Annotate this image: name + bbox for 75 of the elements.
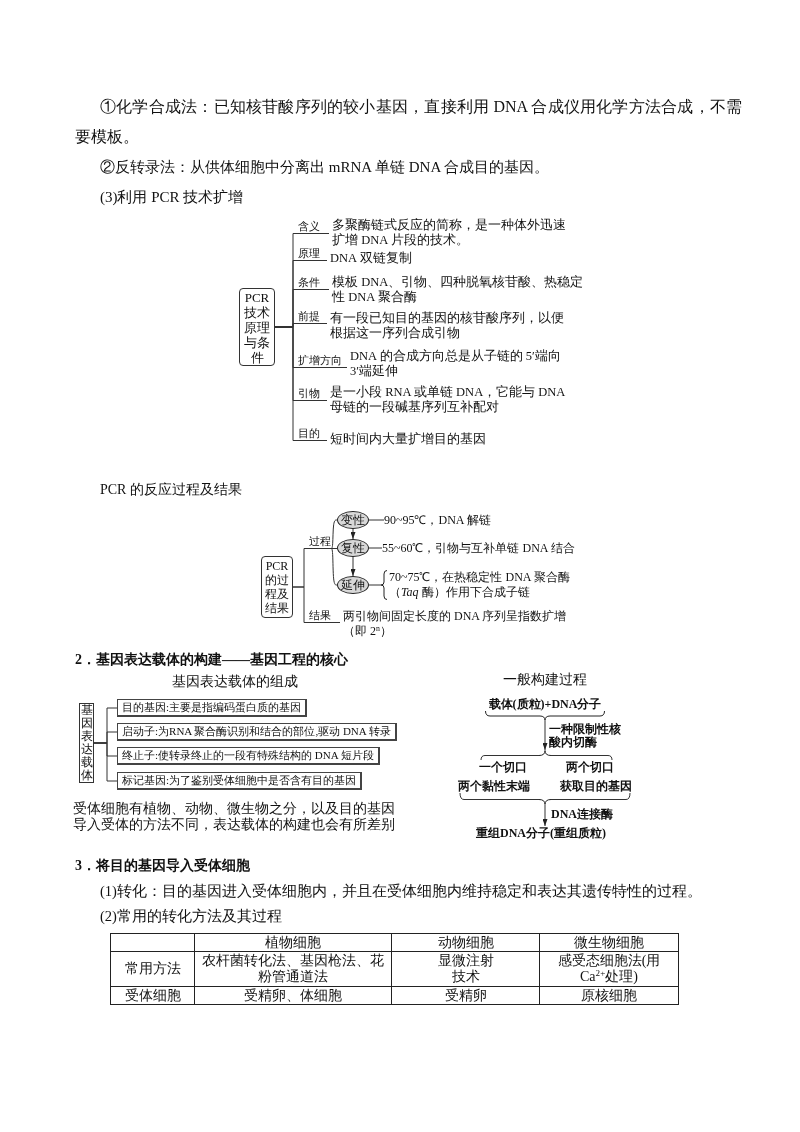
- arrow: [350, 528, 356, 540]
- description-text: 70~75℃，在热稳定性 DNA 聚合酶（Taq 酶）作用下合成子链: [389, 570, 571, 600]
- flow-step-text: 两个黏性末端: [458, 779, 530, 793]
- paragraph-text: (1)转化：目的基因进入受体细胞内，并且在受体细胞内维持稳定和表达其遗传特性的过程。: [100, 882, 702, 901]
- arrow: [542, 720, 548, 751]
- flow-step-text: 载体(质粒)+DNA分子: [487, 697, 603, 711]
- description-text: 两引物间固定长度的 DNA 序列呈指数扩增（即 2$^{n}$）: [343, 609, 568, 639]
- table-cell: 植物细胞: [194, 933, 392, 952]
- connector-line: [274, 326, 297, 441]
- definition-box: 启动子:为RNA 聚合酶识别和结合的部位,驱动 DNA 转录: [117, 723, 397, 741]
- branch-label: 扩增方向: [296, 354, 347, 368]
- branch-label: 结果: [307, 609, 340, 623]
- branch-label: 目的: [296, 427, 327, 441]
- topic-box: PCR技术原理与条件: [239, 288, 275, 366]
- branch-label: 前提: [296, 310, 327, 324]
- connector-line: [550, 792, 631, 800]
- subheading-text: 基因表达载体的组成: [172, 673, 298, 691]
- process-ellipse: 变性: [337, 511, 369, 529]
- table-cell: 常用方法: [110, 951, 195, 987]
- table-cell: 农杆菌转化法、基因枪法、花粉管通道法: [194, 951, 392, 987]
- subheading-text: (3)利用 PCR 技术扩增: [100, 188, 244, 207]
- description-text: 有一段已知目的基因的核苷酸序列，以便根据这一序列合成引物: [330, 311, 565, 341]
- description-text: DNA 双链复制: [330, 251, 413, 266]
- paragraph-text: 受体细胞有植物、动物、微生物之分，以及目的基因导入受体的方法不同，表达载体的构建也会有所差别: [73, 801, 396, 833]
- topic-box: PCR的过程及结果: [261, 556, 293, 618]
- connector-line: [459, 792, 540, 800]
- table-cell: 动物细胞: [391, 933, 540, 952]
- table-cell: 受精卵、体细胞: [194, 986, 392, 1005]
- table-cell: 受体细胞: [110, 986, 195, 1005]
- flow-step-text: 一个切口: [479, 760, 527, 774]
- definition-box: 目的基因:主要是指编码蛋白质的基因: [117, 699, 308, 717]
- description-text: DNA 的合成方向总是从子链的 5′端向 3′端延伸: [350, 349, 562, 379]
- description-text: 短时间内大量扩增目的基因: [330, 432, 487, 447]
- section-heading: 2．基因表达载体的构建——基因工程的核心: [75, 651, 348, 669]
- subheading-text: PCR 的反应过程及结果: [100, 481, 242, 499]
- section-heading: 3．将目的基因导入受体细胞: [75, 857, 250, 875]
- connector-line: [292, 586, 308, 623]
- connector-line: [368, 519, 385, 521]
- subheading-text: 一般构建过程: [503, 671, 587, 689]
- paragraph-text: ①化学合成法：已知核苷酸序列的较小基因，直接利用 DNA 合成仪用化学方法合成，不需要模板。: [75, 97, 742, 147]
- branch-label: 条件: [296, 276, 329, 290]
- definition-box: 标记基因:为了鉴别受体细胞中是否含有目的基因: [117, 772, 363, 790]
- table-cell: 原核细胞: [539, 986, 679, 1005]
- connector-line: [330, 519, 338, 549]
- table-cell: 感受态细胞法(用 Ca$^{2+}$处理): [539, 951, 679, 987]
- connector-line: [368, 547, 383, 549]
- flow-step-text: 获取目的基因: [560, 779, 632, 793]
- description-text: 模板 DNA、引物、四种脱氧核苷酸、热稳定性 DNA 聚合酶: [332, 275, 585, 305]
- branch-label: 含义: [296, 220, 329, 234]
- process-ellipse: 复性: [337, 539, 369, 557]
- flow-step-text: 两个切口: [566, 760, 614, 774]
- description-text: 多聚酶链式反应的简称，是一种体外迅速扩增 DNA 片段的技术。: [332, 218, 567, 248]
- description-text: 55~60℃，引物与互补单链 DNA 结合: [382, 540, 575, 556]
- branch-label: 过程: [307, 535, 331, 549]
- description-text: 是一小段 RNA 或单链 DNA，它能与 DNA 母链的一段碱基序列互补配对: [330, 385, 566, 415]
- arrow: [350, 556, 356, 577]
- table-cell: 微生物细胞: [539, 933, 679, 952]
- definition-box: 终止子:使转录终止的一段有特殊结构的 DNA 短片段: [117, 747, 380, 765]
- topic-box: 基因表达载体: [79, 703, 94, 783]
- branch-label: 引物: [296, 387, 327, 401]
- table-cell: 显微注射技术: [391, 951, 540, 987]
- connector-line: [550, 755, 613, 761]
- paragraph-text: (2)常用的转化方法及其过程: [100, 907, 282, 926]
- table-cell: 受精卵: [391, 986, 540, 1005]
- connector-line: [330, 548, 338, 549]
- arrow: [542, 804, 548, 827]
- connector-line: [368, 584, 382, 586]
- connector-line: [93, 742, 118, 782]
- branch-label: 原理: [296, 247, 327, 261]
- paragraph-text: ②反转录法：从供体细胞中分离出 mRNA 单链 DNA 合成目的基因。: [100, 158, 550, 177]
- description-text: 90~95℃，DNA 解链: [384, 512, 491, 528]
- flow-step-text: 重组DNA分子(重组质粒): [476, 826, 606, 840]
- connector-line: [330, 548, 338, 586]
- process-ellipse: 延伸: [337, 576, 369, 594]
- connector-line: [480, 755, 540, 761]
